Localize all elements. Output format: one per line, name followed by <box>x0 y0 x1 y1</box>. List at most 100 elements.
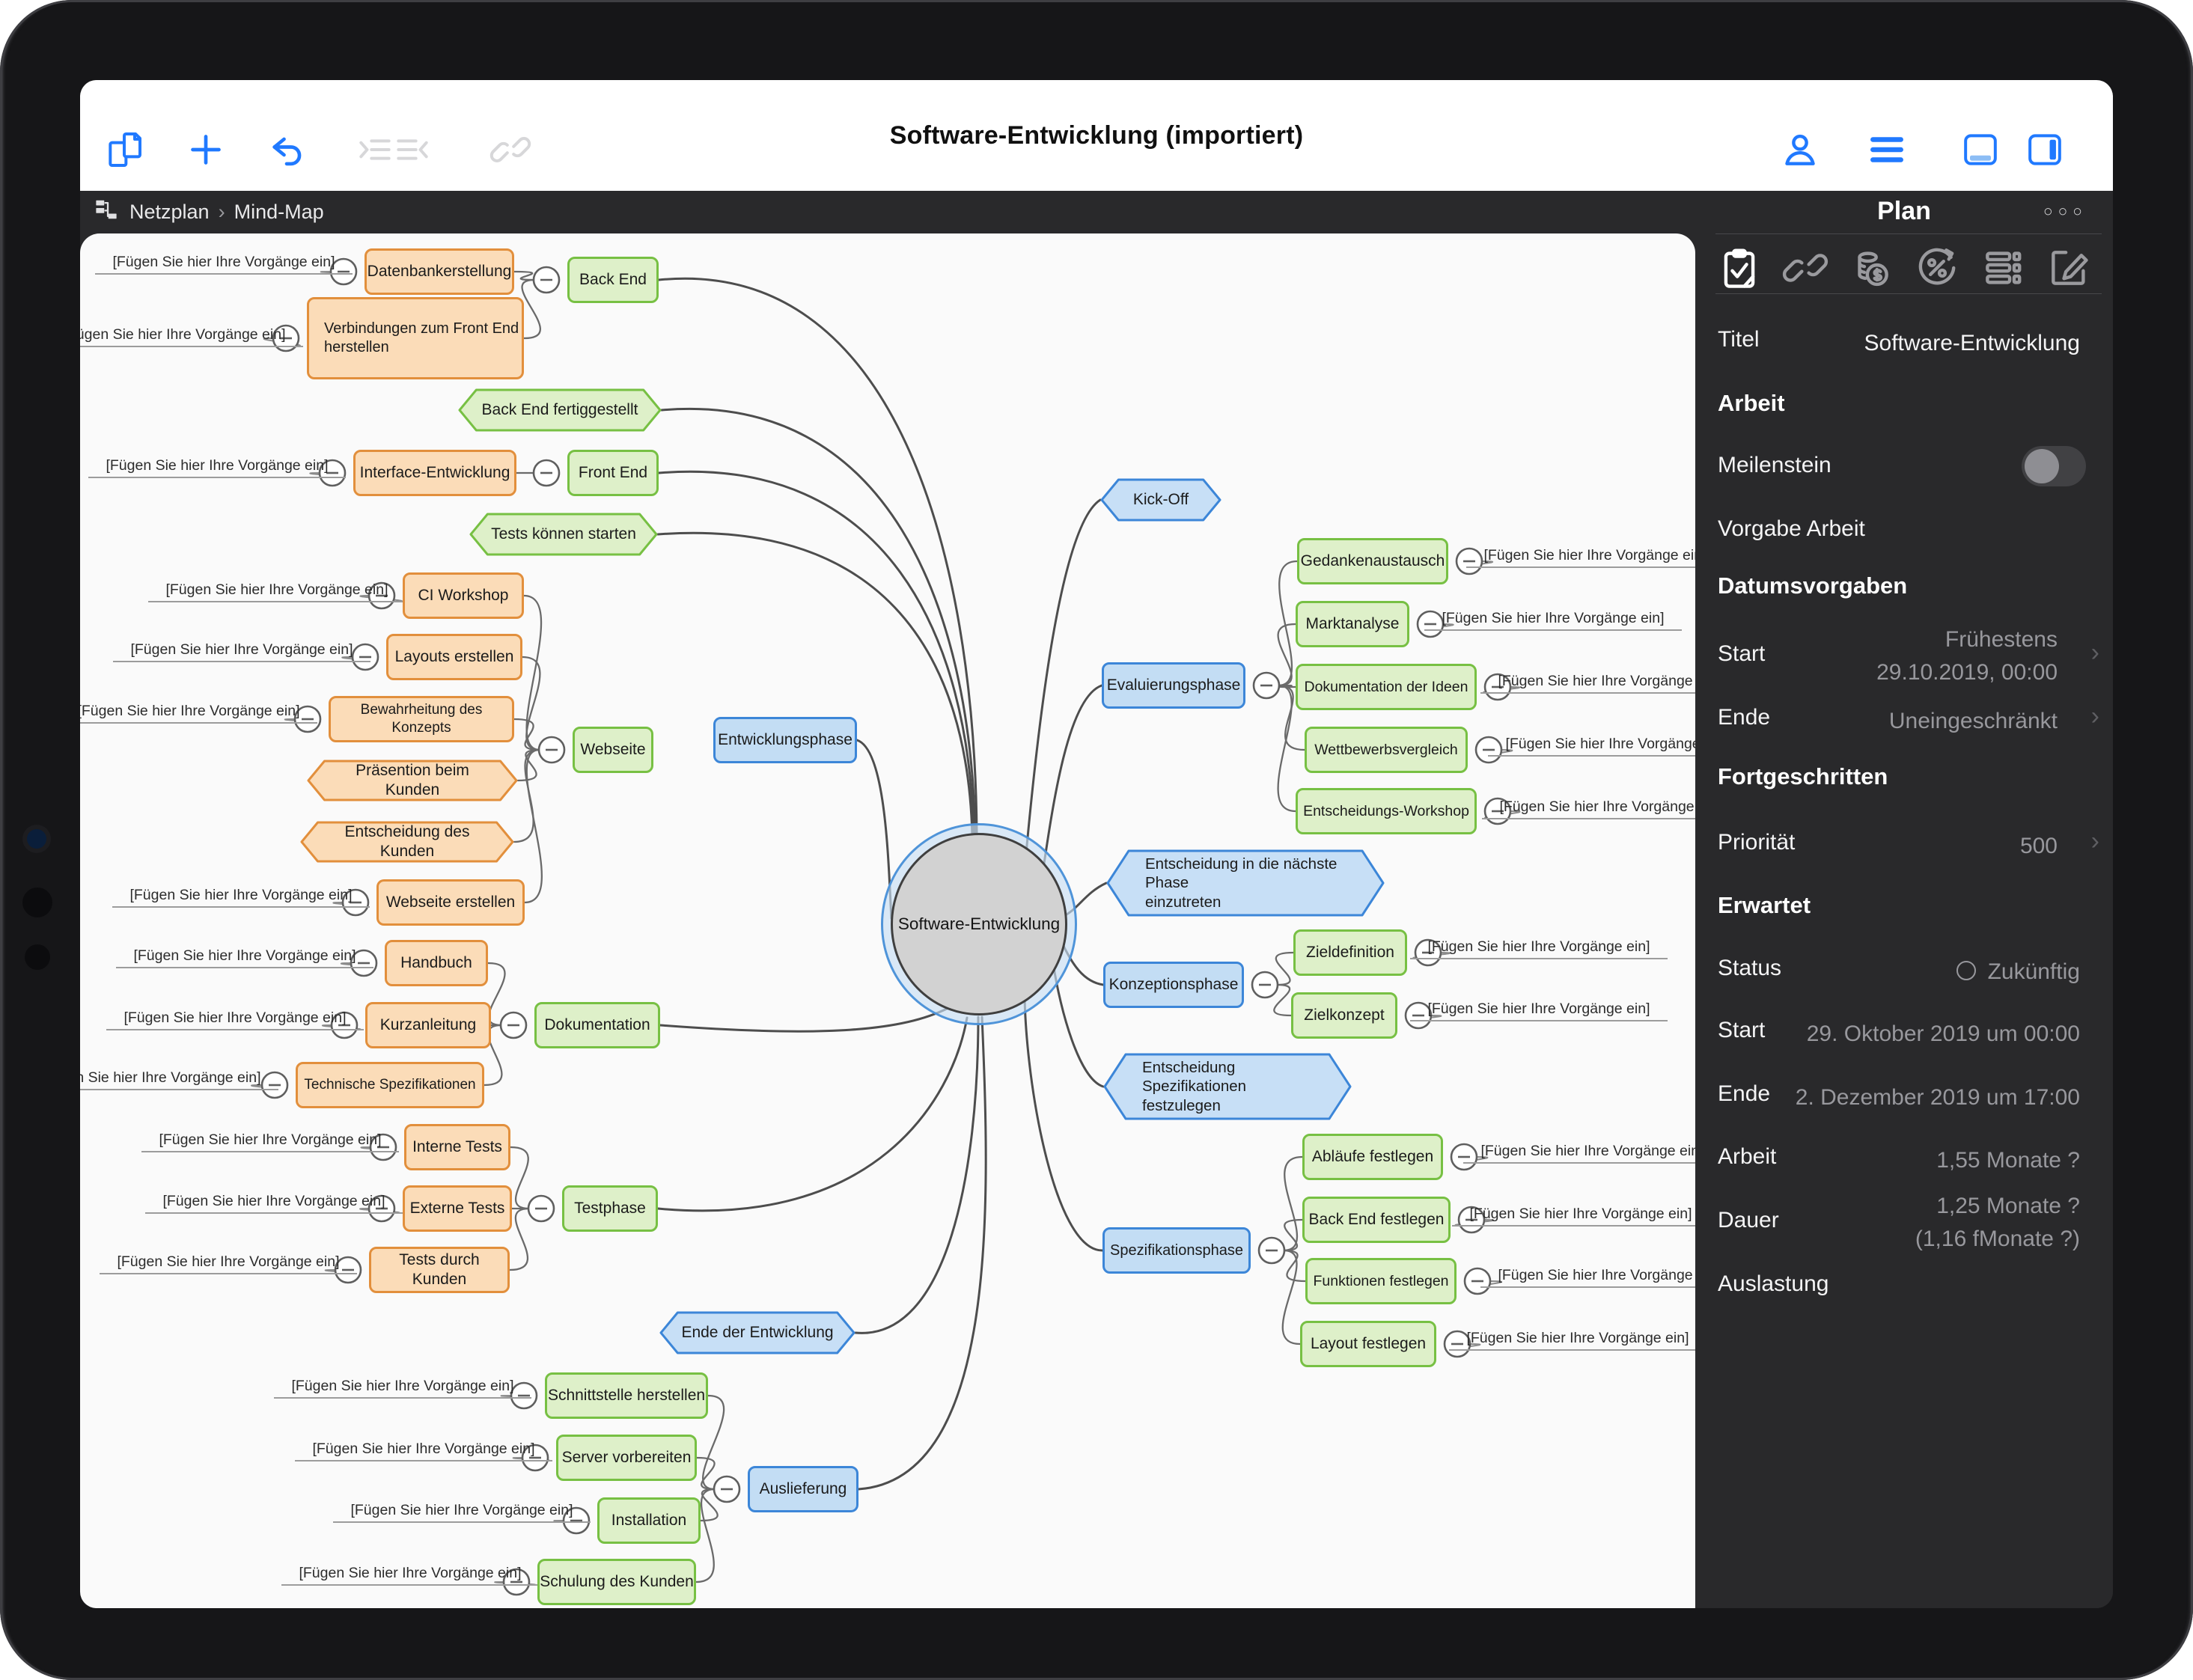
backend-node[interactable]: Back End <box>567 257 659 303</box>
tab-list-tab-detail[interactable] <box>1980 245 2026 291</box>
tests-starten-node[interactable]: Tests können starten <box>469 513 658 556</box>
interne-node[interactable]: Interne Tests <box>404 1124 510 1170</box>
placeholder-node[interactable]: [Fügen Sie hier Ihre Vorgänge ein] <box>299 1564 522 1581</box>
placeholder-underline <box>80 346 303 347</box>
placeholder-node[interactable]: [Fügen Sie hier Ihre Vorgänge ein] <box>1498 1266 1693 1283</box>
webseite-erstellen-node[interactable]: Webseite erstellen <box>376 879 525 926</box>
entschkunden-node[interactable]: Entscheidung des Kunden <box>300 821 514 863</box>
placeholder-node[interactable]: [Fügen Sie hier Ihre Vorgänge ein] <box>162 1192 385 1209</box>
chevron-right-icon[interactable]: › <box>2090 638 2099 667</box>
tab-plan-tab-clipboard[interactable] <box>1716 245 1763 291</box>
handbuch-node[interactable]: Handbuch <box>385 940 488 986</box>
chevron-right-icon[interactable]: › <box>2090 702 2099 730</box>
placeholder-node[interactable]: [Fügen Sie hier Ihre Vorgänge ein] <box>165 581 388 598</box>
placeholder-node[interactable]: [Fügen Sie hier Ihre Vorgänge ein] <box>1469 1205 1692 1222</box>
tab-notes-tab-edit[interactable] <box>2046 245 2092 291</box>
placeholder-node[interactable]: [Fügen Sie hier Ihre Vorgänge ein] <box>130 641 353 658</box>
tab-links-tab-chain[interactable] <box>1782 245 1828 291</box>
more-options-icon[interactable]: ○○○ <box>2043 203 2087 220</box>
placeholder-node[interactable]: [Fügen Sie hier Ihre Vorgänge ein] <box>117 1253 340 1270</box>
placeholder-node[interactable]: [Fügen Sie hier Ihre Vorgänge ein] <box>133 947 356 964</box>
placeholder-node[interactable]: [Fügen Sie hier Ihre Vorgänge ein] <box>1427 1000 1650 1017</box>
placeholder-node[interactable]: [Fügen Sie hier Ihre Vorgänge ein] <box>1499 798 1695 815</box>
entsch-workshop-node[interactable]: Entscheidungs-Workshop <box>1296 788 1477 834</box>
placeholder-node[interactable]: [Fügen Sie hier Ihre Vorgänge ein] <box>80 1069 261 1086</box>
layouts-node[interactable]: Layouts erstellen <box>386 634 522 680</box>
server-node[interactable]: Server vorbereiten <box>556 1435 697 1481</box>
user-icon[interactable] <box>1779 129 1821 171</box>
dokumentation-node[interactable]: Dokumentation <box>534 1002 660 1048</box>
placeholder-node[interactable]: [Fügen Sie hier Ihre Vorgänge ein] <box>129 886 353 903</box>
hub-node-software-entwicklung[interactable]: Software-Entwicklung <box>891 833 1067 1015</box>
marktanalyse-node[interactable]: Marktanalyse <box>1296 601 1409 647</box>
placeholder-node[interactable]: [Fügen Sie hier Ihre Vorgänge ein] <box>1505 735 1695 752</box>
testskunden-node[interactable]: Tests durch Kunden <box>369 1247 510 1293</box>
placeholder-node[interactable]: [Fügen Sie hier Ihre Vorgänge ein] <box>80 702 300 719</box>
chevron-right-icon[interactable]: › <box>2090 827 2099 855</box>
spez-festlegen-node[interactable]: Entscheidung Spezifikationen festzulegen <box>1103 1053 1352 1120</box>
datenbankerstellung-node[interactable]: Datenbankerstellung <box>365 248 514 295</box>
auslieferung-node[interactable]: Auslieferung <box>748 1466 858 1512</box>
placeholder-node[interactable]: [Fügen Sie hier Ihre Vorgänge ein] <box>312 1440 535 1457</box>
naechste-phase-node[interactable]: Entscheidung in die nächste Phase einzut… <box>1106 849 1385 917</box>
spezifikation-node[interactable]: Spezifikationsphase <box>1102 1227 1251 1274</box>
placeholder-node[interactable]: [Fügen Sie hier Ihre Vorgänge ein] <box>1483 546 1695 563</box>
backend-fertig-node[interactable]: Back End fertiggestellt <box>458 388 662 432</box>
tab-finance-tab-coins[interactable] <box>1848 245 1894 291</box>
technische-node[interactable]: Technische Spezifikationen <box>296 1062 484 1108</box>
evaluierung-node[interactable]: Evaluierungsphase <box>1102 662 1245 709</box>
wettbewerb-node[interactable]: Wettbewerbsvergleich <box>1305 727 1468 773</box>
placeholder-node[interactable]: [Fügen Sie hier Ihre Vorgänge ein] <box>1498 672 1693 689</box>
row-value[interactable]: Uneingeschränkt <box>1888 709 2058 733</box>
ciworkshop-node[interactable]: CI Workshop <box>403 572 524 619</box>
menu-icon[interactable] <box>1866 129 1908 171</box>
placeholder-node[interactable]: [Fügen Sie hier Ihre Vorgänge ein] <box>106 456 329 474</box>
schnittstelle-node[interactable]: Schnittstelle herstellen <box>545 1372 708 1419</box>
placeholder-node[interactable]: [Fügen Sie hier Ihre Vorgänge ein] <box>1466 1329 1689 1346</box>
bottom-panel-toggle-icon[interactable] <box>1959 129 2001 171</box>
row-value[interactable]: Frühestens 29.10.2019, 00:00 <box>1876 627 2058 685</box>
placeholder-node[interactable]: [Fügen Sie hier Ihre Vorgänge ein] <box>1480 1142 1695 1159</box>
zielkonzept-node[interactable]: Zielkonzept <box>1291 992 1397 1039</box>
placeholder-node[interactable]: [Fügen Sie hier Ihre Vorgänge ein] <box>80 326 286 343</box>
placeholder-node[interactable]: [Fügen Sie hier Ihre Vorgänge ein] <box>1427 938 1650 955</box>
webseite-node[interactable]: Webseite <box>573 727 653 773</box>
konzeption-node[interactable]: Konzeptionsphase <box>1103 962 1244 1008</box>
verbindungen-node[interactable]: Verbindungen zum Front End herstellen <box>307 297 524 379</box>
interface-node[interactable]: Interface-Entwicklung <box>353 450 516 496</box>
backend-festlegen-node[interactable]: Back End festlegen <box>1302 1197 1451 1243</box>
placeholder-node[interactable]: [Fügen Sie hier Ihre Vorgänge ein] <box>350 1501 573 1518</box>
doku-ideen-node[interactable]: Dokumentation der Ideen <box>1296 664 1477 710</box>
placeholder-node[interactable]: [Fügen Sie hier Ihre Vorgänge ein] <box>123 1009 347 1026</box>
funktionen-node[interactable]: Funktionen festlegen <box>1305 1258 1457 1304</box>
placeholder-node[interactable]: [Fügen Sie hier Ihre Vorgänge ein] <box>291 1377 514 1394</box>
gedanken-node[interactable]: Gedankenaustausch <box>1297 538 1448 584</box>
testphase-node[interactable]: Testphase <box>562 1185 658 1232</box>
kurzanleitung-node[interactable]: Kurzanleitung <box>365 1002 491 1048</box>
placeholder-node[interactable]: [Fügen Sie hier Ihre Vorgänge ein] <box>159 1131 382 1148</box>
ende-entwicklung-node[interactable]: Ende der Entwicklung <box>659 1311 855 1354</box>
breadcrumb-item-netzplan[interactable]: Netzplan <box>129 201 210 223</box>
meilenstein-toggle[interactable] <box>2022 446 2086 486</box>
layout-festlegen-node[interactable]: Layout festlegen <box>1300 1321 1436 1367</box>
placeholder-node[interactable]: [Fügen Sie hier Ihre Vorgänge ein] <box>112 253 335 270</box>
row-value[interactable]: 500 <box>2019 834 2058 858</box>
undo-icon[interactable] <box>266 129 308 171</box>
add-icon[interactable] <box>185 129 227 171</box>
documents-icon[interactable] <box>103 129 145 171</box>
kickoff-node[interactable]: Kick-Off <box>1100 478 1221 522</box>
ablaeufe-node[interactable]: Abläufe festlegen <box>1302 1134 1443 1180</box>
installation-node[interactable]: Installation <box>597 1497 701 1544</box>
praesention-node[interactable]: Präsention beim Kunden <box>307 760 518 801</box>
frontend-node[interactable]: Front End <box>567 450 659 496</box>
externe-node[interactable]: Externe Tests <box>403 1185 512 1232</box>
bewahrheitung-node[interactable]: Bewahrheitung des Konzepts <box>329 696 514 742</box>
schulung-node[interactable]: Schulung des Kunden <box>537 1559 696 1605</box>
tab-progress-tab-percent[interactable] <box>1914 245 1960 291</box>
entwicklungsphase-node[interactable]: Entwicklungsphase <box>713 717 857 763</box>
right-panel-toggle-icon[interactable] <box>2024 129 2066 171</box>
placeholder-node[interactable]: [Fügen Sie hier Ihre Vorgänge ein] <box>1442 609 1665 626</box>
placeholder-underline <box>106 1029 364 1030</box>
zieldefinition-node[interactable]: Zieldefinition <box>1293 929 1407 976</box>
